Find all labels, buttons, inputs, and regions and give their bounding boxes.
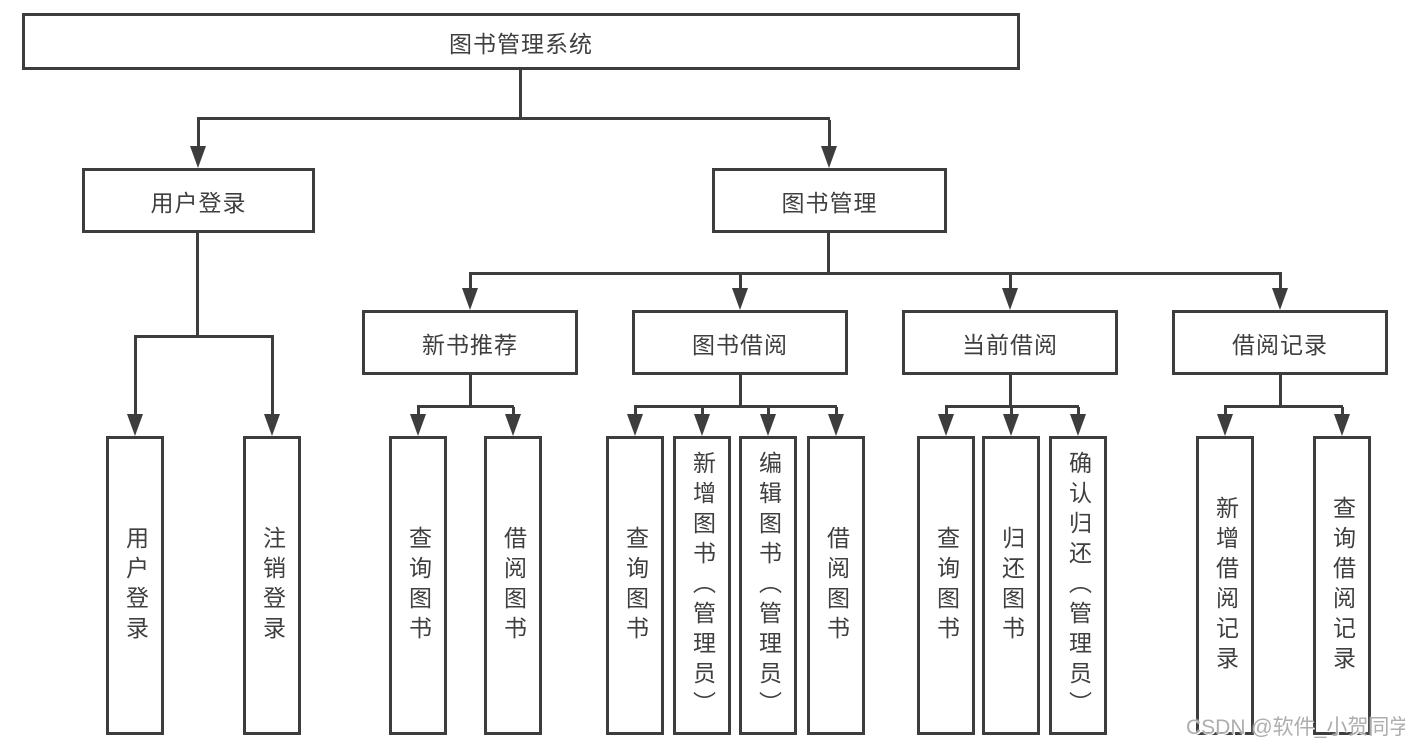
connector-vline [1279,274,1282,290]
arrow-down-icon [1003,414,1019,436]
leaf-bb-query-book: 查询图书 [606,436,664,735]
connector-vline [469,375,472,406]
leaf-user-login-label: 用户登录 [122,525,149,646]
leaf-cb-query-book: 查询图书 [917,436,975,735]
arrow-down-icon [462,288,478,310]
leaf-logout-login-label: 注销登录 [259,525,286,646]
arrow-down-icon [760,414,776,436]
arrow-down-icon [821,146,837,168]
connector-vline [271,337,274,416]
connector-vline [835,407,838,417]
leaf-cb-query-book-label: 查询图书 [933,525,960,646]
connector-vline [469,274,472,290]
connector-hline [634,405,837,408]
connector-hline [417,405,514,408]
connector-vline [767,407,770,417]
connector-vline [196,233,199,337]
leaf-bb-add-book-admin: 新增图书（管理员） [673,436,731,735]
connector-vline [1341,407,1344,417]
arrow-down-icon [938,414,954,436]
connector-vline [945,407,948,417]
connector-vline [512,407,515,417]
connector-vline [197,120,200,148]
leaf-br-add-record: 新增借阅记录 [1196,436,1254,735]
leaf-nb-borrow-book-label: 借阅图书 [500,525,527,646]
node-new-book-recommend: 新书推荐 [362,310,578,375]
leaf-logout-login: 注销登录 [243,436,301,735]
leaf-br-query-record: 查询借阅记录 [1313,436,1371,735]
node-book-borrow: 图书借阅 [632,310,848,375]
connector-vline [1224,407,1227,417]
leaf-bb-edit-book-admin-label: 编辑图书（管理员） [755,450,782,721]
arrow-down-icon [694,414,710,436]
arrow-down-icon [1070,414,1086,436]
connector-vline [1009,274,1012,290]
arrow-down-icon [732,288,748,310]
connector-hline [945,405,1079,408]
connector-vline [519,70,522,120]
leaf-cb-return-book-label: 归还图书 [998,525,1025,646]
connector-hline [197,117,830,120]
connector-hline [134,335,274,338]
arrow-down-icon [1002,288,1018,310]
connector-vline [739,375,742,406]
connector-vline [1009,375,1012,406]
leaf-bb-borrow-book: 借阅图书 [807,436,865,735]
connector-vline [1010,407,1013,417]
csdn-watermark: CSDN @软件_小贺同学 [1186,716,1405,739]
arrow-down-icon [1217,414,1233,436]
connector-vline [1279,375,1282,406]
leaf-bb-edit-book-admin: 编辑图书（管理员） [739,436,797,735]
arrow-down-icon [828,414,844,436]
arrow-down-icon [1334,414,1350,436]
leaf-nb-borrow-book: 借阅图书 [484,436,542,735]
connector-vline [134,337,137,416]
leaf-cb-confirm-return-admin-label: 确认归还（管理员） [1065,450,1092,721]
connector-hline [1224,405,1343,408]
leaf-cb-confirm-return-admin: 确认归还（管理员） [1049,436,1107,735]
node-user-login: 用户登录 [82,168,315,233]
leaf-br-add-record-label: 新增借阅记录 [1212,495,1239,676]
connector-vline [739,274,742,290]
arrow-down-icon [190,146,206,168]
connector-vline [417,407,420,417]
leaf-bb-add-book-admin-label: 新增图书（管理员） [689,450,716,721]
node-book-management: 图书管理 [712,168,947,233]
connector-hline [469,272,1282,275]
connector-vline [1077,407,1080,417]
node-borrow-records: 借阅记录 [1172,310,1388,375]
arrow-down-icon [505,414,521,436]
connector-vline [827,233,830,274]
node-current-borrow: 当前借阅 [902,310,1118,375]
leaf-bb-query-book-label: 查询图书 [622,525,649,646]
leaf-nb-query-book-label: 查询图书 [405,525,432,646]
leaf-br-query-record-label: 查询借阅记录 [1329,495,1356,676]
arrow-down-icon [264,414,280,436]
leaf-cb-return-book: 归还图书 [982,436,1040,735]
arrow-down-icon [627,414,643,436]
arrow-down-icon [127,414,143,436]
arrow-down-icon [1272,288,1288,310]
leaf-bb-borrow-book-label: 借阅图书 [823,525,850,646]
node-root: 图书管理系统 [22,13,1020,70]
connector-vline [634,407,637,417]
arrow-down-icon [410,414,426,436]
leaf-user-login: 用户登录 [106,436,164,735]
connector-vline [701,407,704,417]
connector-vline [828,120,831,148]
leaf-nb-query-book: 查询图书 [389,436,447,735]
